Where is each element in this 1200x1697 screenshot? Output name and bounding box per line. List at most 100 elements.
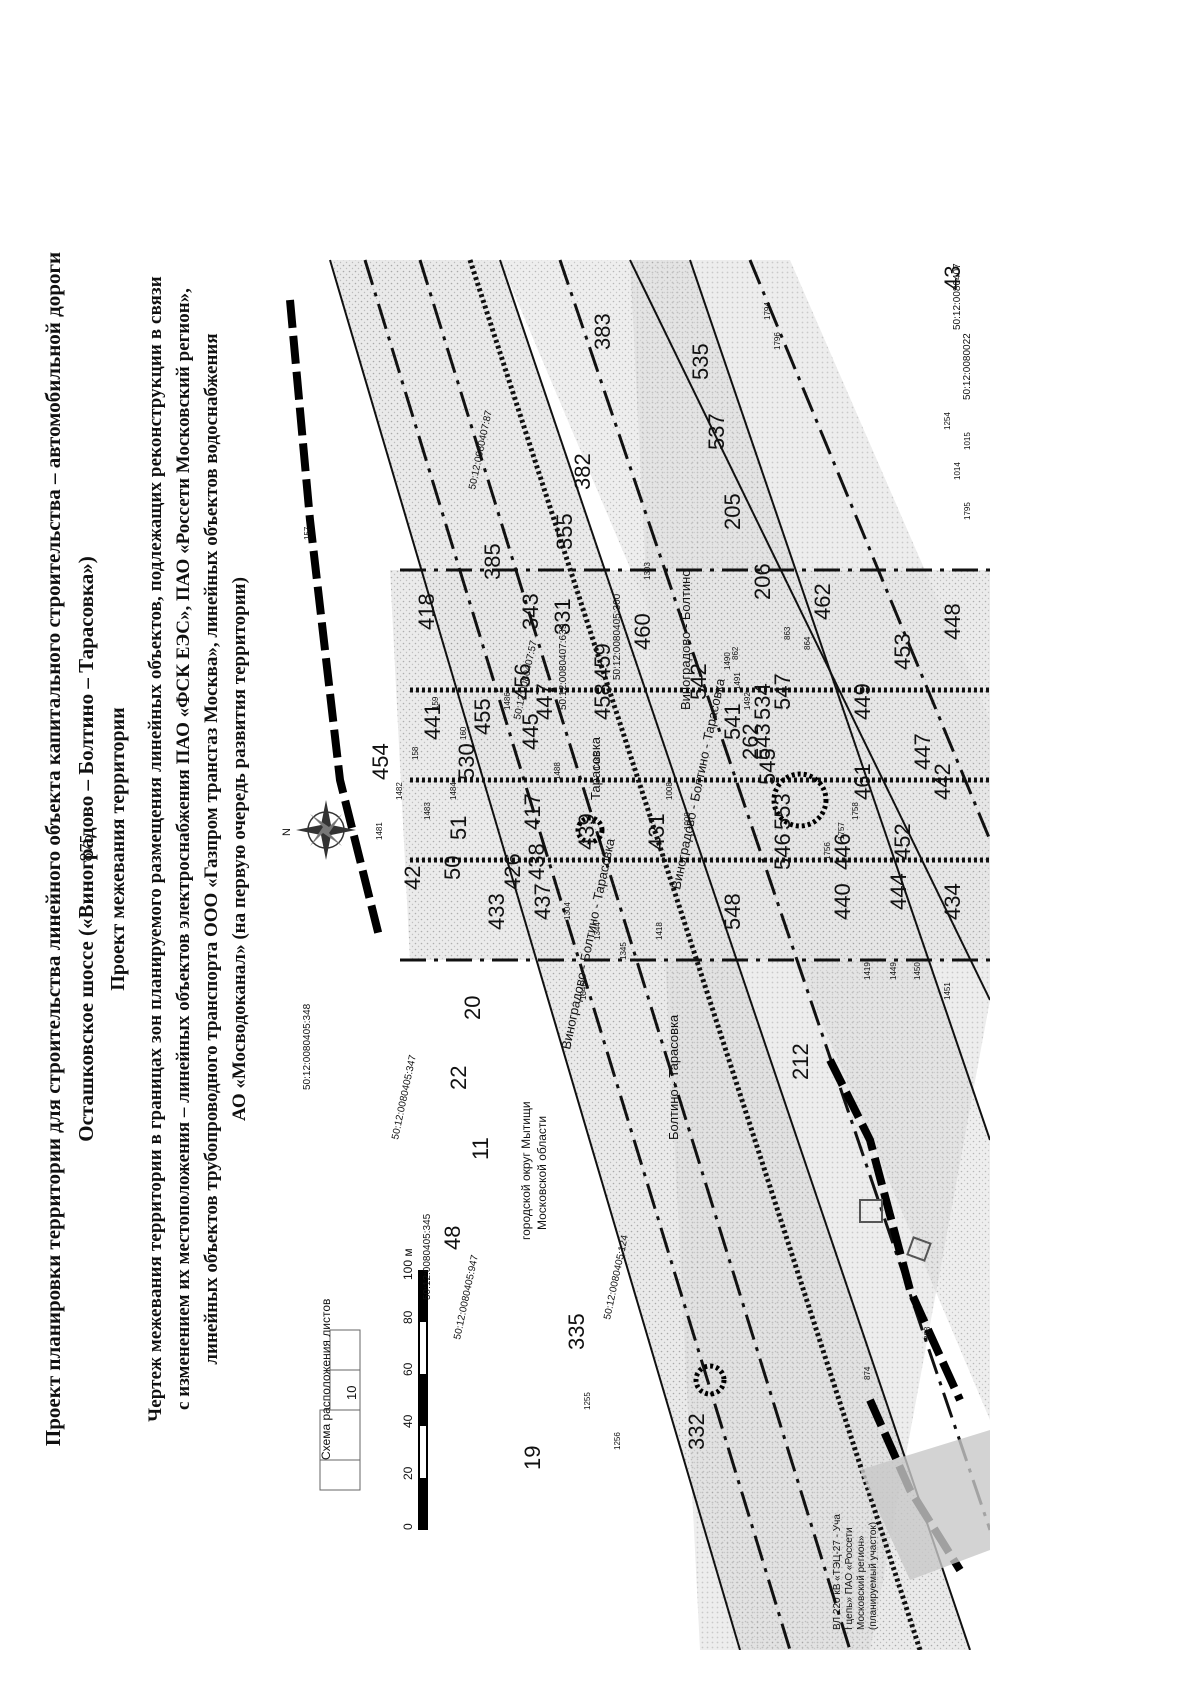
parcel-212: 212 xyxy=(788,1043,813,1080)
small-parcel-1303: 1303 xyxy=(643,562,652,580)
small-parcel-1757: 1758 xyxy=(851,802,860,820)
cadastral-label-6: 50:12:0080405:300 xyxy=(612,593,623,680)
parcel-417: 417 xyxy=(520,793,545,830)
parcel-456: 456 xyxy=(510,663,535,700)
parcel-541: 541 xyxy=(720,703,745,740)
parcel-535: 535 xyxy=(688,343,713,380)
parcel-553: 553 xyxy=(770,793,795,830)
small-parcel-1794: 1795 xyxy=(963,502,972,520)
title-block: Проект планировки территории для строите… xyxy=(41,49,271,1649)
road-label-4: Тарасовка xyxy=(588,736,603,800)
parcel-426: 426 xyxy=(500,853,525,890)
cadastral-label-7: 50:12:0080407:639 xyxy=(558,623,569,710)
parcel-452: 452 xyxy=(890,823,915,860)
parcel-48: 48 xyxy=(440,1226,465,1250)
small-parcel-1793: 1794 xyxy=(763,302,772,320)
small-parcel-1254: 1255 xyxy=(583,1392,592,1410)
parcel-205: 205 xyxy=(720,493,745,530)
small-parcel-159: 160 xyxy=(459,726,468,740)
parcel-530: 530 xyxy=(454,743,479,780)
parcel-343: 343 xyxy=(518,593,543,630)
small-parcel-1452: 1450 xyxy=(913,962,922,980)
title-line-1: Проект планировки территории для строите… xyxy=(41,251,65,1447)
parcel-383: 383 xyxy=(590,313,615,350)
compass-rose xyxy=(296,800,356,860)
parcel-537: 537 xyxy=(704,413,729,450)
inset-title: Схема расположения листов xyxy=(319,1299,333,1460)
small-parcel-884: 888 xyxy=(923,1326,932,1340)
small-parcel-859: 863 xyxy=(783,626,792,640)
parcel-542: 542 xyxy=(686,663,711,700)
title-line-6: линейных объектов трубопроводного трансп… xyxy=(201,333,222,1365)
parcel-50: 50 xyxy=(440,856,465,880)
title-line-2: Осташковское шоссе («Виноградово – Болти… xyxy=(74,556,98,1142)
scale-label-60: 60 xyxy=(401,1362,415,1376)
small-parcel-1304: 1304 xyxy=(563,902,572,920)
parcel-385: 385 xyxy=(480,543,505,580)
small-parcel-1483: 1483 xyxy=(423,802,432,820)
small-parcel-1486: 1486 xyxy=(503,692,512,710)
parcel-382: 382 xyxy=(570,453,595,490)
parcel-22: 22 xyxy=(446,1066,471,1090)
parcel-43: 43 xyxy=(940,266,965,290)
parcel-51: 51 xyxy=(446,816,471,840)
small-parcel-157: 158 xyxy=(411,746,420,760)
small-parcel-1795: 1796 xyxy=(773,332,782,350)
north-label: N xyxy=(281,828,293,836)
cadastral-label-8: 50:12:0080022 xyxy=(962,333,973,400)
parcel-437: 437 xyxy=(530,883,555,920)
inset-sheet-number: 10 xyxy=(344,1386,359,1400)
cadastral-label-9: 50:12:0080407 xyxy=(952,263,963,330)
small-parcel-1488: 1488 xyxy=(553,762,562,780)
parcel-462: 462 xyxy=(810,583,835,620)
parcel-19: 19 xyxy=(520,1446,545,1470)
cadastral-label-2: 50:12:0080405:345 xyxy=(422,1213,433,1300)
powerline-label-4: (планируемый участок) xyxy=(868,1522,879,1630)
parcel-444: 444 xyxy=(886,873,911,910)
small-parcel-858: 862 xyxy=(731,646,740,660)
small-parcel-1453: 1451 xyxy=(943,982,952,1000)
parcel-433: 433 xyxy=(484,893,509,930)
title-line-3: Проект межевания территории xyxy=(107,707,129,991)
title-line-5: с изменением их местоположения – линейны… xyxy=(173,288,194,1410)
ring-structures xyxy=(575,771,829,1397)
parcel-459: 459 xyxy=(590,643,615,680)
small-parcel-1007: 1009 xyxy=(683,812,692,830)
parcel-11: 11 xyxy=(468,1137,493,1160)
small-parcel-1492: 1492 xyxy=(743,692,752,710)
parcel-442: 442 xyxy=(930,763,955,800)
road-label-3: Виноградово - Болтино xyxy=(678,569,693,710)
small-parcel-870: 874 xyxy=(863,1366,872,1380)
parcel-441: 441 xyxy=(420,703,445,740)
small-parcel-labels: 1481 1482 1483 1484 1485 1486 1488 1490 … xyxy=(303,302,972,1450)
small-parcel-1450: 1419 xyxy=(863,962,872,980)
small-parcel-1006: 1008 xyxy=(665,782,674,800)
scale-label-40: 40 xyxy=(401,1414,415,1428)
scale-label-100: 100 м xyxy=(401,1248,415,1280)
small-parcel-158: 159 xyxy=(431,696,440,710)
cadastral-label-0: 50:12:0080405:348 xyxy=(302,1003,313,1090)
small-parcel-1491: 1491 xyxy=(733,672,742,690)
small-parcel-1449: 1418 xyxy=(655,922,664,940)
parcel-460: 460 xyxy=(630,613,655,650)
small-parcel-1756: 1757 xyxy=(837,822,846,840)
parcel-454: 454 xyxy=(368,743,393,780)
small-parcel-860: 864 xyxy=(803,636,812,650)
district-label-2: Московской области xyxy=(535,1116,549,1230)
pipeline-lines xyxy=(410,259,990,1650)
parcel-448: 448 xyxy=(940,603,965,640)
parcel-461: 461 xyxy=(850,763,875,800)
small-parcel-1015: 1254 xyxy=(943,412,952,430)
parcel-262: 262 xyxy=(738,723,763,760)
small-parcel-152: 157 xyxy=(303,526,312,540)
scale-label-20: 20 xyxy=(401,1466,415,1480)
small-parcel-1013: 1014 xyxy=(953,462,962,480)
parcel-206: 206 xyxy=(750,563,775,600)
parcel-546: 546 xyxy=(770,833,795,870)
buildings xyxy=(859,1199,932,1262)
parcel-332: 332 xyxy=(684,1413,709,1450)
small-parcel-1255: 1256 xyxy=(613,1432,622,1450)
parcel-545: 545 xyxy=(755,748,780,785)
parcel-42: 42 xyxy=(400,866,425,890)
parcel-335: 335 xyxy=(564,1313,589,1350)
